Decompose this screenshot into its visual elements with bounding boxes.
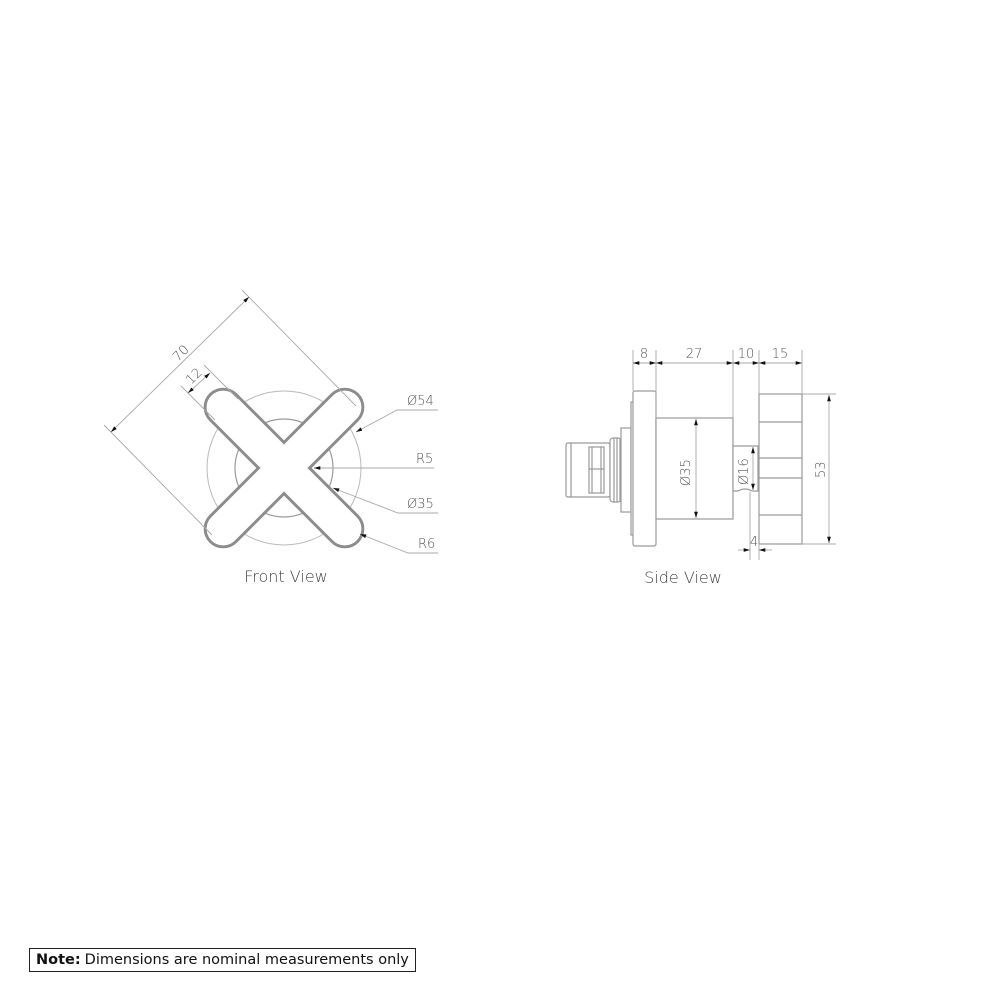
note-text: Dimensions are nominal measurements only (84, 952, 409, 968)
dim-10-label: 10 (738, 347, 755, 362)
side-view-caption: Side View (644, 568, 722, 587)
note-box: Note: Dimensions are nominal measurement… (29, 948, 416, 972)
body (655, 417, 734, 520)
leader-r5: R5 (314, 452, 434, 470)
dim-8-label: 8 (640, 347, 648, 362)
side-view: 8 27 10 15 Ø35 Ø16 53 4 (565, 347, 836, 587)
dim-gap-4: 4 (738, 492, 772, 560)
dim-12-label: 12 (183, 366, 205, 388)
dim-body-diameter: Ø35 (679, 419, 698, 518)
leader-d54: Ø54 (355, 394, 438, 433)
dim-stem-diameter: Ø16 (737, 447, 755, 490)
dim-chain-top: 8 27 10 15 (632, 347, 803, 418)
cartridge (565, 427, 632, 513)
leader-r6: R6 (359, 533, 438, 554)
dim-d35-label: Ø35 (679, 459, 694, 486)
leader-d54-label: Ø54 (407, 394, 434, 409)
dim-12: 12 (180, 364, 239, 421)
leader-d35: Ø35 (332, 487, 438, 514)
note-label: Note: (36, 952, 81, 968)
front-view-caption: Front View (244, 567, 328, 586)
handle-side (758, 393, 803, 545)
leader-d35-label: Ø35 (407, 497, 434, 512)
dim-70-label: 70 (170, 343, 192, 365)
leader-r5-label: R5 (416, 452, 433, 467)
dim-53: 53 (802, 393, 836, 545)
dim-53-label: 53 (814, 461, 829, 478)
dim-15-label: 15 (772, 347, 789, 362)
leader-r6-label: R6 (418, 537, 435, 552)
dim-27-label: 27 (686, 347, 703, 362)
dim-d16-label: Ø16 (737, 458, 752, 485)
front-view: 70 12 Ø54 R5 Ø35 R6 Front View (103, 289, 438, 586)
flange (632, 390, 657, 547)
dim-4-label: 4 (750, 535, 758, 550)
